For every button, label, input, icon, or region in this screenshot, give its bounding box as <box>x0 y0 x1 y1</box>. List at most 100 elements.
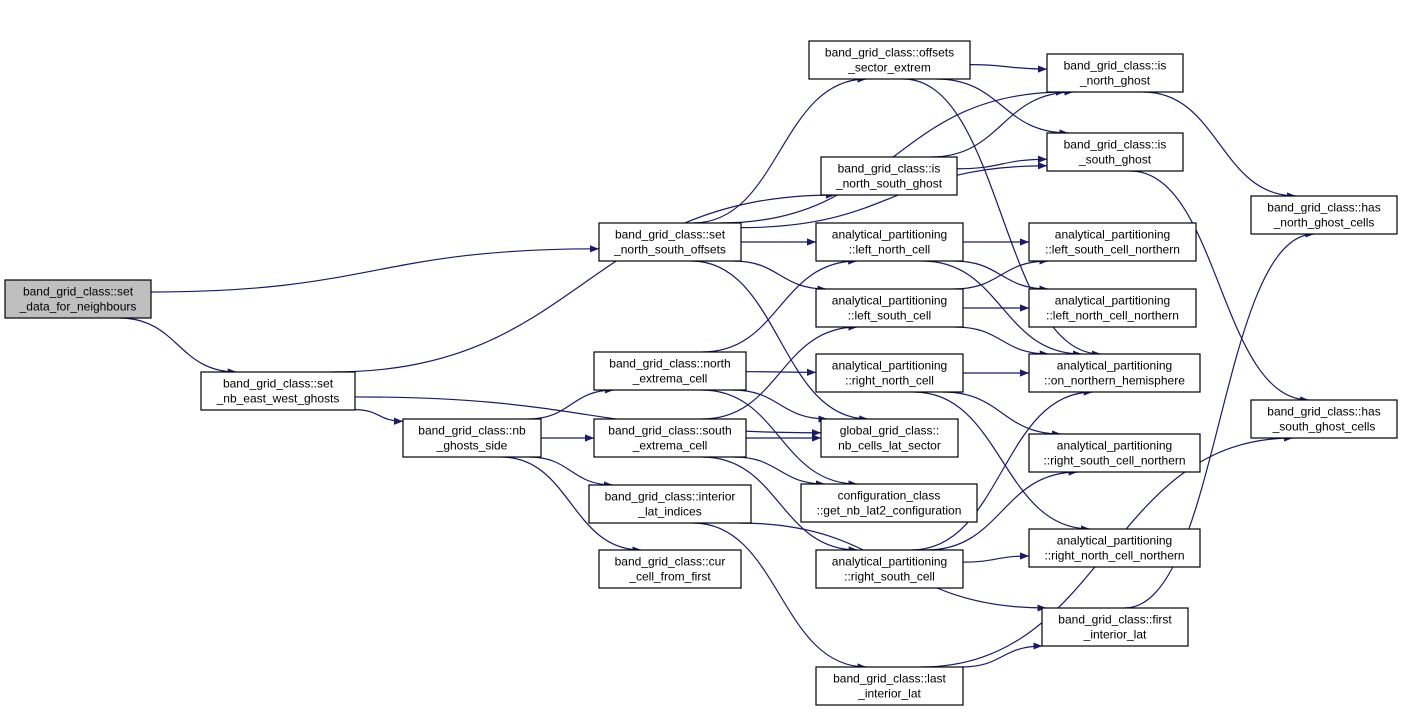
node-label-line: ::left_north_cell_northern <box>1046 309 1179 323</box>
node-label-line: ::left_south_cell <box>848 309 931 323</box>
node-left-north[interactable]: analytical_partitioning::left_north_cell <box>815 222 964 262</box>
node-is-north-ghost[interactable]: band_grid_class::is_north_ghost <box>1046 53 1184 93</box>
edge-right_south-to-on_northern <box>911 388 1093 551</box>
node-label-line: analytical_partitioning <box>832 359 947 373</box>
node-lsc-northern[interactable]: analytical_partitioning::left_south_cell… <box>1028 222 1197 262</box>
node-rnc-northern[interactable]: analytical_partitioning::right_north_cel… <box>1028 528 1201 568</box>
node-lnc-northern[interactable]: analytical_partitioning::left_north_cell… <box>1028 288 1197 328</box>
edge-north_ext-to-left_north <box>702 257 858 353</box>
node-south-ext[interactable]: band_grid_class::south_extrema_cell <box>593 418 747 458</box>
edge-is_ns_ghost-to-is_south_ghost <box>956 155 1048 170</box>
edge-offsets_sector-to-is_north_ghost <box>969 64 1048 73</box>
node-label-line: _extrema_cell <box>632 439 708 453</box>
node-box <box>1028 353 1201 393</box>
node-global-nb[interactable]: global_grid_class::nb_cells_lat_sector <box>820 418 959 458</box>
node-box <box>815 353 964 393</box>
edge-right_south-to-rnc_northern <box>962 552 1030 563</box>
edge-set_ns_off-to-left_south <box>733 260 827 293</box>
node-set-nb[interactable]: band_grid_class::set_nb_east_west_ghosts <box>200 371 356 411</box>
edge-is_south_ghost-to-has_south <box>1129 170 1310 404</box>
node-label-line: _north_ghost <box>1079 74 1151 88</box>
node-interior[interactable]: band_grid_class::interior_lat_indices <box>588 484 752 524</box>
node-label-line: ::right_south_cell_northern <box>1043 454 1185 468</box>
node-box <box>4 279 152 319</box>
edge-interior-to-last_int <box>692 522 867 671</box>
node-nb-ghosts[interactable]: band_grid_class::nb_ghosts_side <box>402 418 542 458</box>
edge-south_ext-to-right_south <box>701 456 858 554</box>
node-root[interactable]: band_grid_class::set_data_for_neighbours <box>4 279 152 319</box>
edge-nb_ghosts-to-cur_cell <box>500 456 642 554</box>
edge-set_ns_off-to-global_nb <box>691 260 869 423</box>
node-label-line: _nb_east_west_ghosts <box>216 392 340 406</box>
edge-is_north_ghost-to-has_north <box>1142 91 1297 200</box>
node-label-line: _sector_extrem <box>847 61 931 75</box>
node-box <box>1028 433 1201 473</box>
node-box <box>200 371 356 411</box>
node-label-line: analytical_partitioning <box>1057 439 1172 453</box>
edge-last_int-to-first_int <box>962 642 1043 668</box>
node-label-line: ::on_northern_hemisphere <box>1044 374 1185 388</box>
node-label-line: _north_ghost_cells <box>1273 216 1375 230</box>
node-label-line: _data_for_neighbours <box>19 300 137 314</box>
node-is-ns-ghost[interactable]: band_grid_class::is_north_south_ghost <box>820 156 958 196</box>
node-is-south-ghost[interactable]: band_grid_class::is_south_ghost <box>1046 132 1184 172</box>
node-box <box>598 549 742 589</box>
node-cur-cell[interactable]: band_grid_class::cur_cell_from_first <box>598 549 742 589</box>
node-box <box>820 418 959 458</box>
node-offsets-sector[interactable]: band_grid_class::offsets_sector_extrem <box>808 40 971 80</box>
node-label-line: _lat_indices <box>637 505 701 519</box>
node-box <box>588 484 752 524</box>
node-box <box>820 156 958 196</box>
node-box <box>1250 195 1398 235</box>
node-box <box>1046 132 1184 172</box>
node-label-line: _north_south_offsets <box>613 243 726 257</box>
node-first-int[interactable]: band_grid_class::first_interior_lat <box>1041 607 1189 647</box>
node-on-northern[interactable]: analytical_partitioning::on_northern_hem… <box>1028 353 1201 393</box>
node-box <box>815 549 964 589</box>
edge-right_north-to-rnc_northern <box>913 391 1091 533</box>
node-label-line: nb_cells_lat_sector <box>838 439 941 453</box>
node-label-line: ::left_south_cell_northern <box>1045 243 1180 257</box>
node-label-line: analytical_partitioning <box>1055 228 1170 242</box>
node-right-north[interactable]: analytical_partitioning::right_north_cel… <box>815 353 964 393</box>
node-left-south[interactable]: analytical_partitioning::left_south_cell <box>815 288 964 328</box>
edge-root-to-set_ns_off <box>150 245 600 293</box>
node-config-nb[interactable]: configuration_class::get_nb_lat2_configu… <box>800 483 978 523</box>
edge-set_ns_off-to-is_south_ghost <box>740 162 1048 229</box>
node-rsc-northern[interactable]: analytical_partitioning::right_south_cel… <box>1028 433 1201 473</box>
node-label-line: ::right_north_cell_northern <box>1044 549 1184 563</box>
node-label-line: band_grid_class::set <box>23 285 134 299</box>
node-north-ext[interactable]: band_grid_class::north_extrema_cell <box>593 351 747 391</box>
edge-offsets_sector-to-is_south_ghost <box>936 78 1069 137</box>
node-label-line: _ghosts_side <box>436 439 508 453</box>
node-last-int[interactable]: band_grid_class::last_interior_lat <box>815 666 964 706</box>
node-label-line: band_grid_class::south <box>608 424 731 438</box>
node-label-line: band_grid_class::north <box>609 357 730 371</box>
edge-first_int-to-has_north <box>1124 230 1315 609</box>
node-box <box>402 418 542 458</box>
node-right-south[interactable]: analytical_partitioning::right_south_cel… <box>815 549 964 589</box>
node-label-line: band_grid_class::first <box>1058 613 1172 627</box>
node-label-line: band_grid_class::is <box>1064 59 1167 73</box>
node-label-line: analytical_partitioning <box>832 555 947 569</box>
node-label-line: analytical_partitioning <box>1057 534 1172 548</box>
edge-north_ext-to-global_nb <box>732 389 828 423</box>
edge-right_north-to-rsc_northern <box>942 391 1062 438</box>
node-box <box>800 483 978 523</box>
edge-left_south-to-on_northern <box>955 326 1049 358</box>
node-label-line: band_grid_class::cur <box>615 555 726 569</box>
node-box <box>598 222 742 262</box>
node-box <box>815 666 964 706</box>
node-box <box>593 418 747 458</box>
node-has-north[interactable]: band_grid_class::has_north_ghost_cells <box>1250 195 1398 235</box>
node-label-line: band_grid_class::nb <box>418 424 526 438</box>
node-label-line: ::get_nb_lat2_configuration <box>817 504 962 518</box>
node-has-south[interactable]: band_grid_class::has_south_ghost_cells <box>1250 399 1398 439</box>
node-set-ns-off[interactable]: band_grid_class::set_north_south_offsets <box>598 222 742 262</box>
edge-south_ext-to-left_south <box>702 323 858 420</box>
node-label-line: analytical_partitioning <box>1055 294 1170 308</box>
node-label-line: band_grid_class::has <box>1267 405 1380 419</box>
node-box <box>1041 607 1189 647</box>
node-box <box>1250 399 1398 439</box>
node-label-line: band_grid_class::set <box>615 228 726 242</box>
